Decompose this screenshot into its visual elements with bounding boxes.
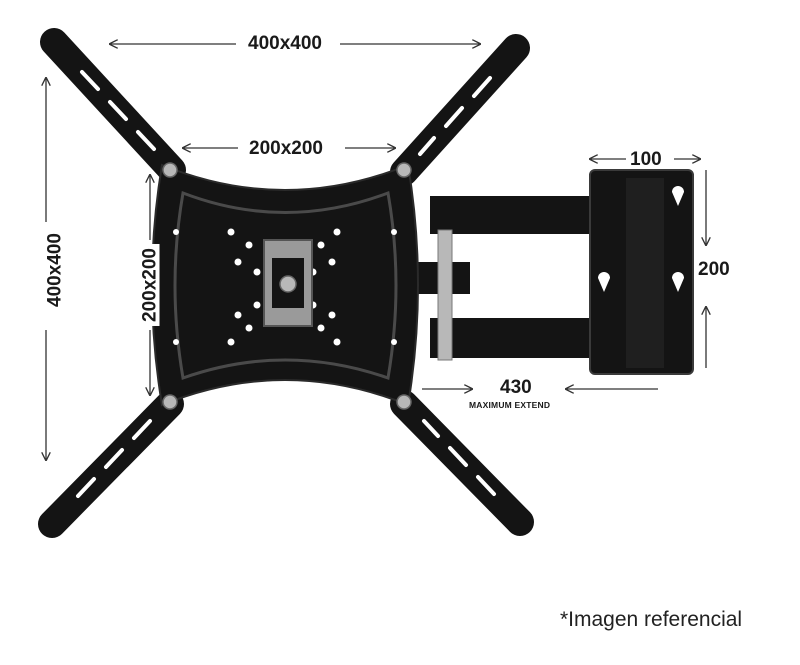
dimension-left-height: 400x400 <box>45 229 66 311</box>
keyhole-slot-left <box>598 272 610 292</box>
mounting-holes <box>173 228 397 346</box>
dimension-lines <box>46 44 706 460</box>
arm-bottom-left <box>38 390 184 538</box>
keyhole-slot-right <box>672 272 684 292</box>
dimension-inner-width: 200x200 <box>245 139 327 158</box>
dimension-extension-note: MAXIMUM EXTEND <box>469 400 551 410</box>
center-plate <box>151 162 419 410</box>
tilt-knob <box>279 275 297 293</box>
dimension-wall-plate-height: 200 <box>696 259 732 280</box>
dimension-inner-height: 200x200 <box>140 244 161 326</box>
dimension-wall-plate-width: 100 <box>628 149 664 170</box>
arm-top-left <box>40 28 186 184</box>
keyhole-slot-top <box>672 186 684 206</box>
tilt-bracket <box>263 239 313 327</box>
wall-plate <box>589 169 694 375</box>
arm-top-right <box>390 34 530 186</box>
dimension-extension: 430 <box>500 377 532 398</box>
dimension-top-width: 400x400 <box>242 34 328 53</box>
corner-bolts <box>162 162 412 410</box>
arm-bottom-right <box>390 390 534 536</box>
reference-caption: *Imagen referencial <box>560 608 743 631</box>
bracket-arms <box>38 28 534 538</box>
